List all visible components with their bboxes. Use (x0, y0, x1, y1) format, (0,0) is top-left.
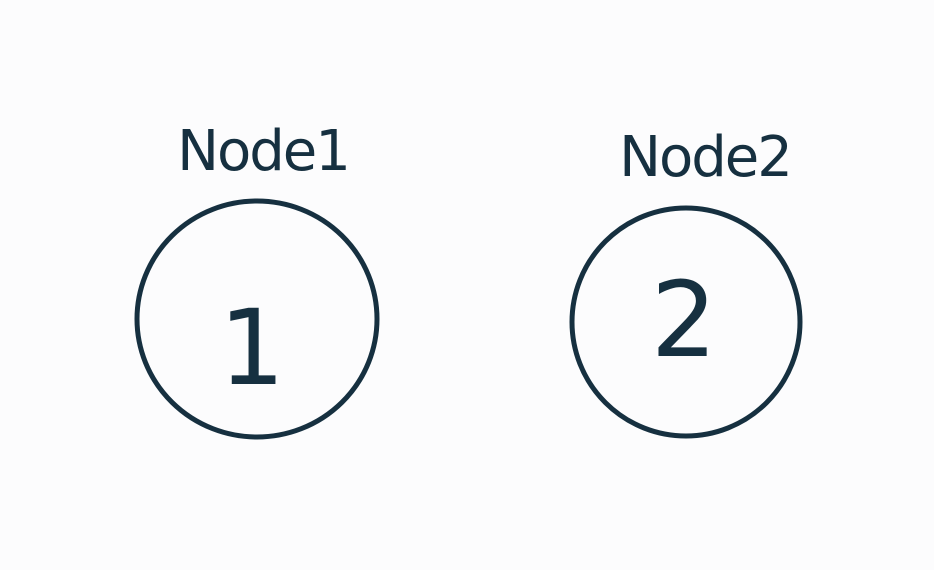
node-2: Node2 2 (569, 125, 803, 439)
node-2-label: Node2 (619, 125, 791, 190)
node-1-label: Node1 (177, 119, 349, 184)
node-2-circle (569, 205, 803, 439)
node-1-number: 1 (219, 287, 285, 409)
node-1: Node1 1 (134, 119, 380, 440)
node-2-number: 2 (651, 259, 717, 381)
node-1-circle (134, 198, 380, 440)
